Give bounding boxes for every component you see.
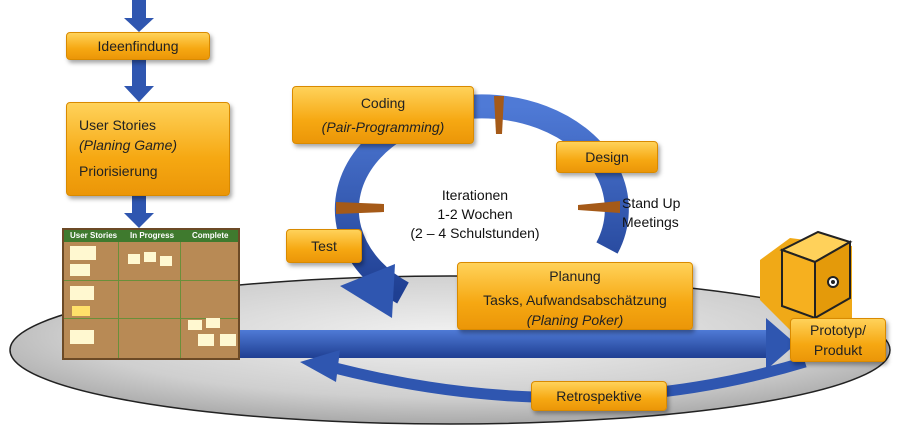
sticky-note (128, 254, 140, 264)
standup-line2: Meetings (622, 214, 679, 230)
sticky-note (206, 318, 220, 328)
arrow-into-ideenfindung (124, 0, 154, 32)
iteration-line2: 1-2 Wochen (437, 206, 513, 222)
tasks-label: Tasks, Aufwandsabschätzung (483, 292, 667, 308)
pair-programming-label: (Pair-Programming) (321, 119, 445, 135)
retrospektive-label: Retrospektive (556, 388, 642, 404)
board-column-user-stories: User Stories (70, 231, 118, 240)
sticky-note (70, 330, 94, 344)
sticky-note (72, 306, 90, 316)
user-stories-label: User Stories (79, 117, 157, 133)
standup-line1: Stand Up (622, 195, 681, 211)
ideenfindung-label: Ideenfindung (97, 38, 179, 54)
standup-text: Stand Up Meetings (622, 194, 702, 232)
design-box: Design (556, 141, 658, 173)
planung-label: Planung (549, 268, 601, 284)
cycle-arrowhead (340, 264, 395, 318)
sticky-note (70, 286, 94, 300)
iteration-line3: (2 – 4 Schulstunden) (410, 225, 540, 241)
marker-left (336, 202, 384, 214)
coding-box: Coding (Pair-Programming) (292, 86, 474, 144)
iteration-line1: Iterationen (441, 187, 509, 203)
marker-right (578, 201, 620, 213)
retrospective-arrowhead (300, 350, 340, 382)
arrow-ideen-to-stories (124, 60, 154, 102)
priorisierung-label: Priorisierung (79, 163, 158, 179)
iteration-text: Iterationen 1-2 Wochen (2 – 4 Schulstund… (380, 186, 570, 243)
design-label: Design (585, 149, 629, 165)
ideenfindung-box: Ideenfindung (66, 32, 210, 60)
board-column-in-progress: In Progress (130, 231, 175, 240)
marker-top (494, 96, 504, 134)
kanban-board: User Stories In Progress Complete (62, 228, 240, 360)
arrow-stories-to-board (124, 196, 154, 228)
produkt-label: Produkt (813, 342, 863, 358)
main-process-arrow (240, 318, 796, 370)
sticky-note (188, 320, 202, 330)
sticky-note (220, 334, 236, 346)
product-box: Prototyp/ Produkt (790, 318, 886, 362)
product-box-illustration (760, 230, 853, 330)
sticky-note (160, 256, 172, 266)
planing-poker-label: (Planing Poker) (526, 312, 624, 328)
board-column-complete: Complete (192, 231, 229, 240)
sticky-note (70, 264, 90, 276)
sticky-note (144, 252, 156, 262)
planing-game-label: (Planing Game) (79, 137, 178, 153)
planung-box: Planung Tasks, Aufwandsabschätzung (Plan… (457, 262, 693, 330)
sticky-note (198, 334, 214, 346)
coding-label: Coding (360, 95, 406, 111)
prototyp-label: Prototyp/ (809, 322, 867, 338)
test-box: Test (286, 229, 362, 263)
user-stories-box: User Stories (Planing Game) Priorisierun… (66, 102, 230, 196)
sticky-note (70, 246, 96, 260)
retrospektive-box: Retrospektive (531, 381, 667, 411)
test-label: Test (311, 238, 337, 254)
